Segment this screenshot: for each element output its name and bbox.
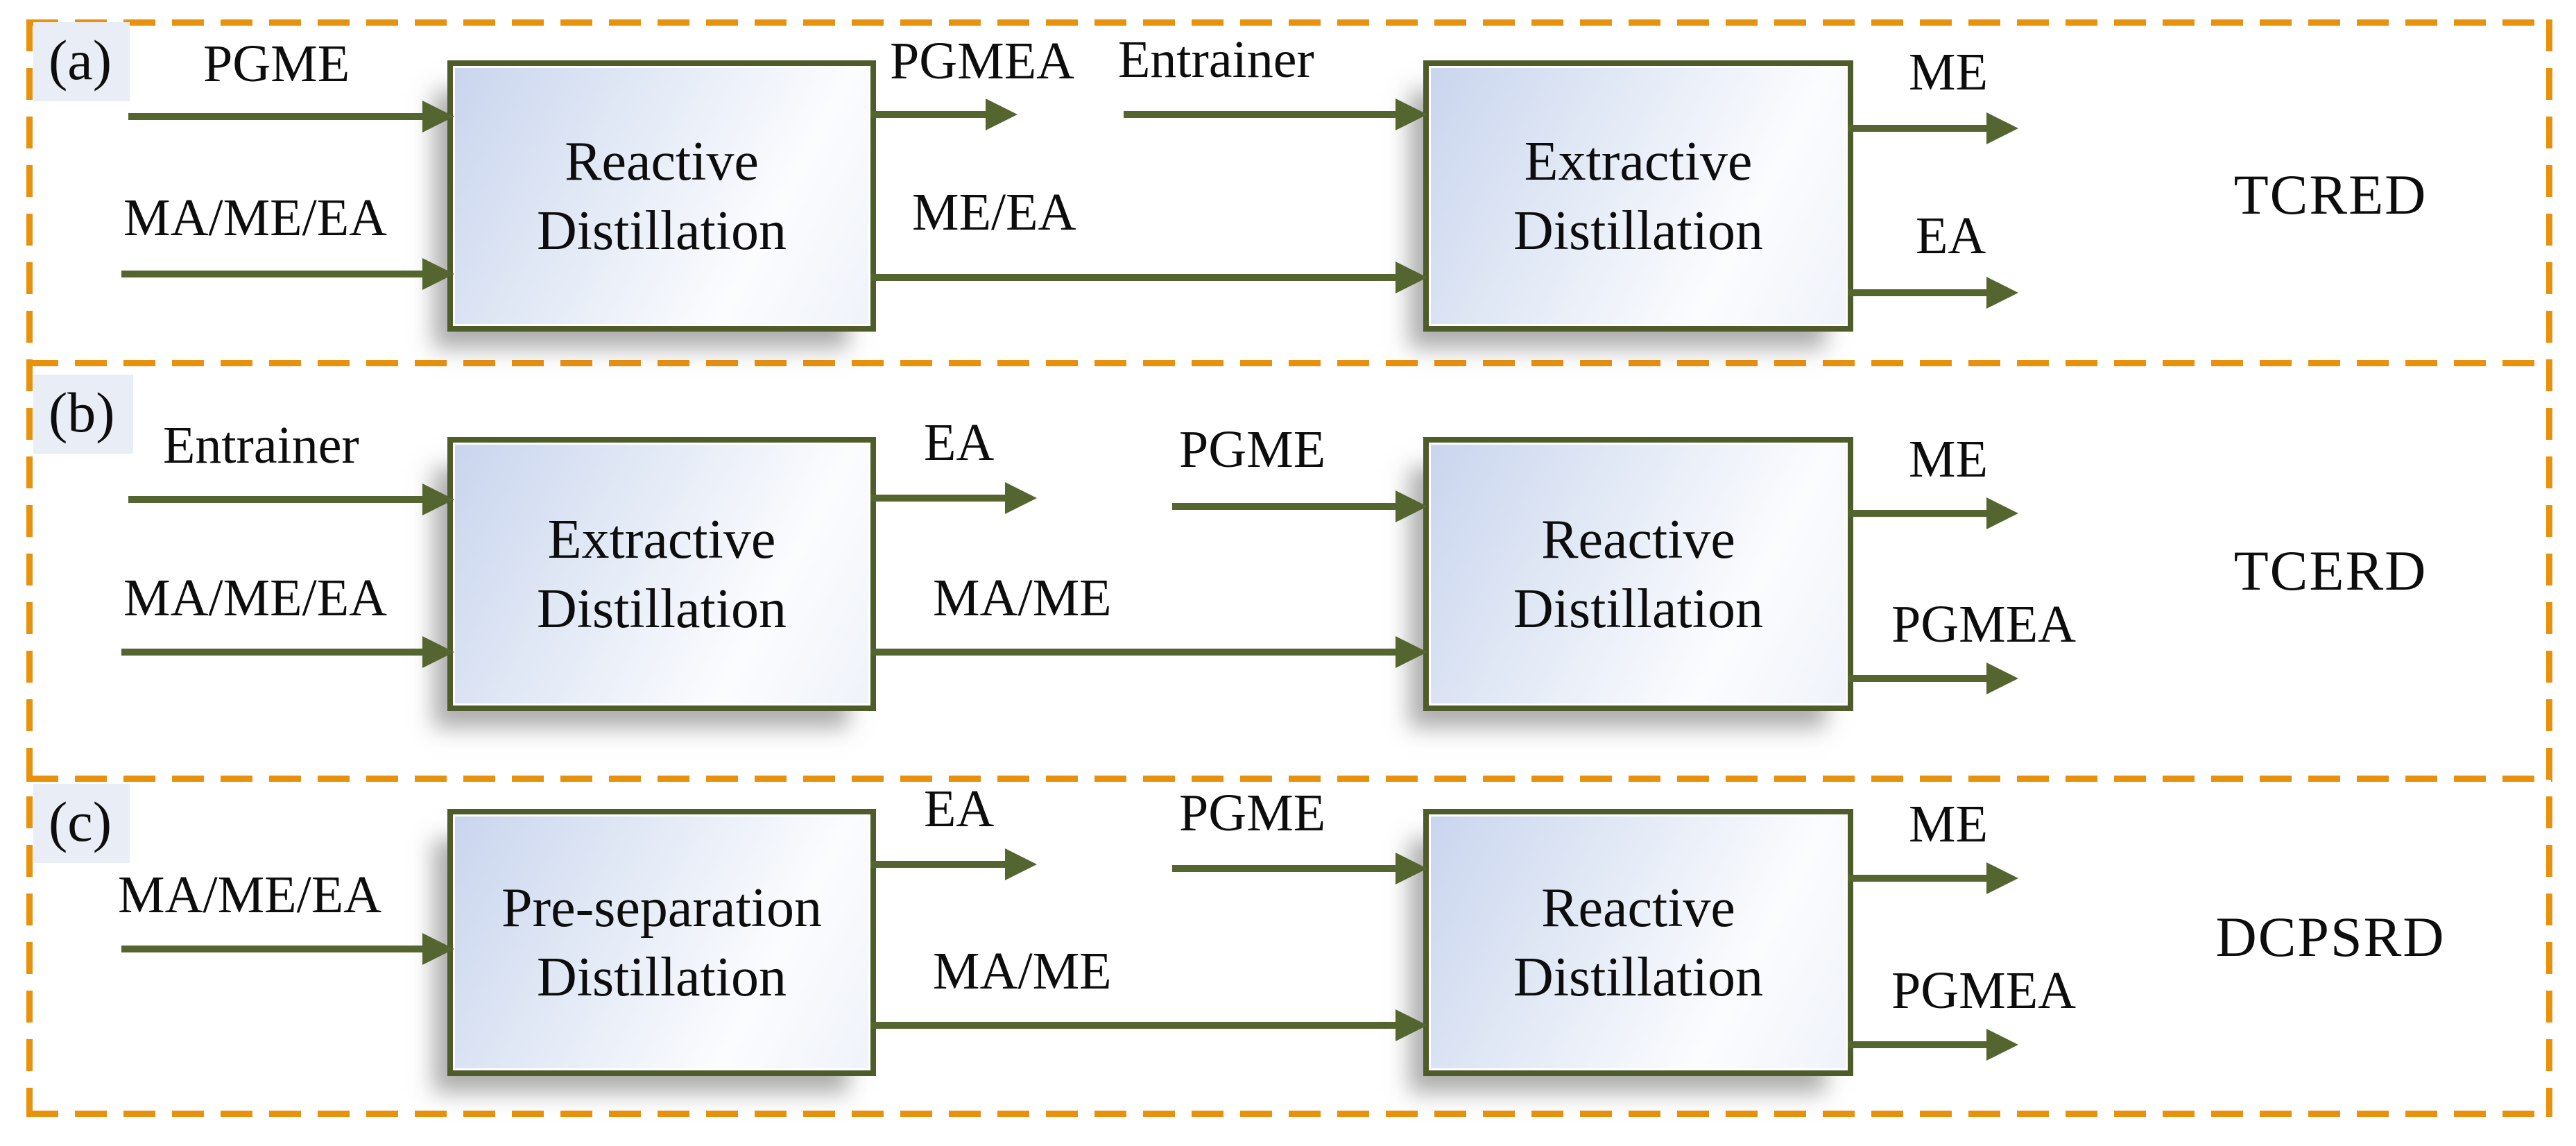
box-text-line1: Extractive: [1524, 130, 1753, 192]
arrow-entrainer-in-b: [128, 484, 454, 515]
arrowhead-icon: [1396, 636, 1427, 668]
arrow-mameea-in-b: [121, 636, 454, 668]
stream-label-entrainer-a: Entrainer: [1118, 31, 1314, 89]
extractive-distillation-box-a: Extractive Distillation: [1423, 60, 1853, 332]
reactive-distillation-box-c: Reactive Distillation: [1423, 809, 1853, 1076]
frame-border-bottom: [26, 1111, 2552, 1117]
arrowhead-icon: [1396, 1009, 1427, 1041]
arrow-me-out-a: [1848, 112, 2018, 144]
pre-separation-distillation-box-c: Pre-separation Distillation: [447, 809, 876, 1076]
arrow-pgmea-out-b: [1848, 662, 2018, 694]
box-text-line1: Reactive: [565, 130, 759, 192]
stream-label-me-out-b: ME: [1909, 430, 1988, 488]
arrow-pgme-in-c: [1172, 853, 1427, 884]
reactive-distillation-box-a: Reactive Distillation: [447, 60, 876, 332]
stream-label-ea-out-b: EA: [924, 413, 995, 472]
arrow-pgmea-out-a: [870, 99, 1017, 130]
arrowhead-icon: [422, 258, 454, 290]
arrowhead-icon: [1986, 1029, 2018, 1061]
panel-c-label: (c): [33, 784, 130, 863]
config-tag-dcpsrd: DCPSRD: [2215, 905, 2446, 968]
box-text-line2: Distillation: [1513, 200, 1763, 262]
stream-label-pgme-c: PGME: [1179, 784, 1326, 842]
arrow-me-out-c: [1848, 862, 2018, 894]
arrowhead-icon: [422, 101, 454, 132]
stream-label-ea-out-a: EA: [1916, 207, 1986, 265]
box-text-line1: Reactive: [1541, 877, 1735, 939]
box-text-line1: Extractive: [547, 508, 776, 570]
stream-label-pgmea-out-b: PGMEA: [1891, 595, 2077, 653]
arrow-ea-out-c: [870, 848, 1037, 880]
box-text-line2: Distillation: [537, 946, 787, 1008]
arrowhead-icon: [422, 933, 454, 965]
config-tag-tcerd: TCERD: [2233, 539, 2428, 602]
arrowhead-icon: [1396, 262, 1427, 293]
arrowhead-icon: [1396, 490, 1427, 522]
arrow-ea-out-a: [1848, 277, 2018, 309]
arrowhead-icon: [422, 636, 454, 668]
stream-label-mameea-a: MA/ME/EA: [123, 189, 387, 247]
panel-a-label: (a): [33, 22, 130, 101]
box-text-line1: Reactive: [1541, 508, 1735, 570]
extractive-distillation-box-b: Extractive Distillation: [447, 437, 876, 711]
stream-label-pgme-b: PGME: [1179, 420, 1326, 479]
arrowhead-icon: [1986, 862, 2018, 894]
stream-label-entrainer-b: Entrainer: [163, 416, 359, 474]
panel-b-label: (b): [33, 375, 133, 454]
arrow-ea-out-b: [870, 482, 1037, 514]
arrowhead-icon: [1986, 112, 2018, 144]
stream-label-me-out-a: ME: [1909, 43, 1988, 101]
arrowhead-icon: [1005, 848, 1037, 880]
stream-label-mame-c: MA/ME: [933, 942, 1112, 1000]
stream-label-ea-out-c: EA: [924, 780, 995, 838]
arrow-pgme-in-b: [1172, 490, 1427, 522]
arrowhead-icon: [422, 484, 454, 515]
arrow-pgme-in-a: [128, 101, 454, 132]
frame-border-left: [26, 19, 33, 1117]
stream-label-me-out-c: ME: [1909, 795, 1988, 853]
arrow-me-out-b: [1848, 497, 2018, 529]
arrowhead-icon: [1986, 662, 2018, 694]
box-text-line2: Distillation: [537, 578, 787, 640]
stream-label-pgmea-out-c: PGMEA: [1891, 961, 2077, 1020]
arrow-mame-mid-b: [870, 636, 1427, 668]
stream-label-meea-a: ME/EA: [912, 183, 1076, 241]
arrowhead-icon: [1396, 99, 1427, 130]
arrow-entrainer-in-a: [1124, 99, 1427, 130]
config-tag-tcred: TCRED: [2233, 163, 2428, 226]
arrowhead-icon: [1986, 497, 2018, 529]
arrow-mame-mid-c: [870, 1009, 1427, 1041]
arrowhead-icon: [986, 99, 1017, 130]
box-text-line2: Distillation: [537, 200, 787, 262]
stream-label-pgme-a: PGME: [203, 35, 350, 93]
arrow-mameea-in-c: [121, 933, 454, 965]
stream-label-mameea-b: MA/ME/EA: [123, 569, 387, 627]
reactive-distillation-box-b: Reactive Distillation: [1423, 437, 1853, 711]
arrow-meea-mid-a: [870, 262, 1427, 293]
arrowhead-icon: [1396, 853, 1427, 884]
frame-border-right: [2546, 19, 2552, 1117]
frame-border-top: [26, 19, 2552, 26]
stream-label-pgmea-out-a: PGMEA: [890, 32, 1075, 90]
box-text-line2: Distillation: [1513, 578, 1763, 640]
box-text-line1: Pre-separation: [501, 877, 823, 939]
arrow-mameea-in-a: [121, 258, 454, 290]
panel-divider-a-b: [26, 360, 2552, 366]
stream-label-mame-b: MA/ME: [933, 569, 1112, 627]
box-text-line2: Distillation: [1513, 946, 1763, 1008]
stream-label-mameea-c: MA/ME/EA: [118, 866, 381, 924]
arrow-pgmea-out-c: [1848, 1029, 2018, 1061]
panel-divider-b-c: [26, 776, 2552, 782]
arrowhead-icon: [1005, 482, 1037, 514]
arrowhead-icon: [1986, 277, 2018, 309]
